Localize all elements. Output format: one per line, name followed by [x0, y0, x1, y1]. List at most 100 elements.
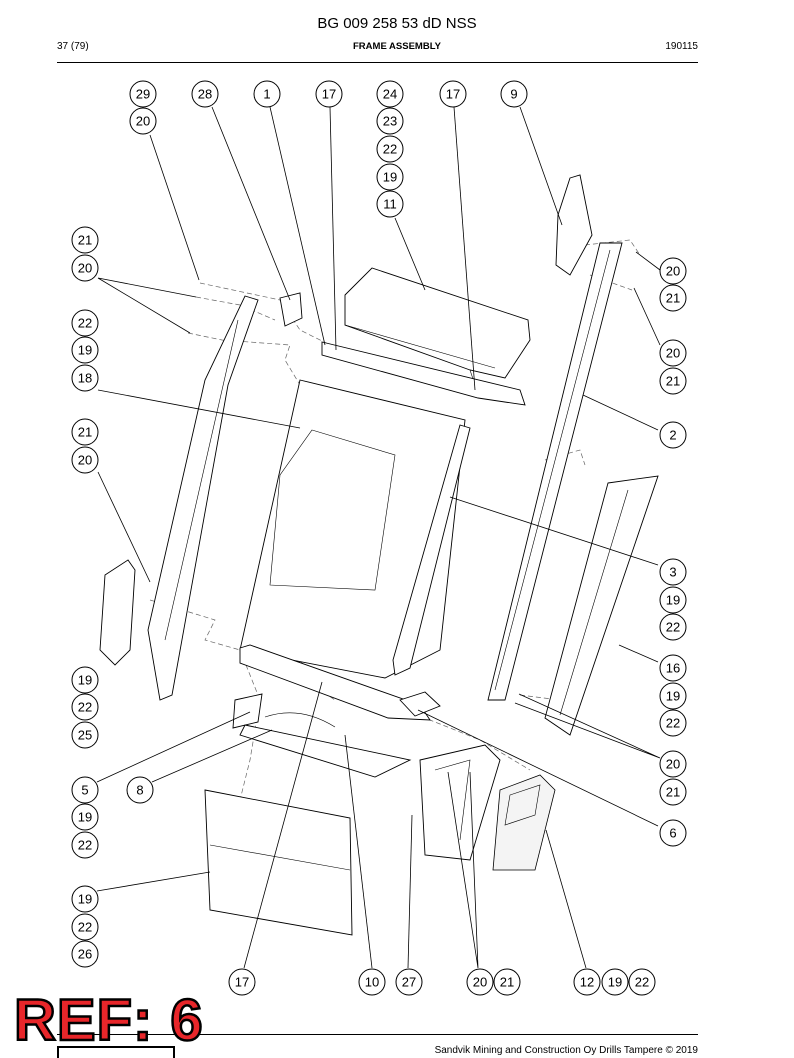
- callout: 27: [395, 968, 423, 996]
- svg-text:22: 22: [78, 700, 92, 715]
- callout: 19: [71, 666, 99, 694]
- svg-text:19: 19: [78, 343, 92, 358]
- svg-text:23: 23: [383, 114, 397, 129]
- callout: 19: [71, 803, 99, 831]
- svg-text:2: 2: [669, 428, 676, 443]
- svg-text:29: 29: [136, 87, 150, 102]
- svg-text:6: 6: [669, 826, 676, 841]
- svg-text:19: 19: [78, 892, 92, 907]
- callout: 20: [659, 750, 687, 778]
- company-logo: [57, 1046, 175, 1058]
- callout: 19: [71, 885, 99, 913]
- svg-text:5: 5: [81, 783, 88, 798]
- callout: 22: [659, 613, 687, 641]
- callout: 19: [601, 968, 629, 996]
- svg-text:18: 18: [78, 371, 92, 386]
- svg-text:21: 21: [78, 425, 92, 440]
- svg-text:20: 20: [666, 757, 680, 772]
- svg-text:17: 17: [235, 975, 249, 990]
- ref-stamp: REF: 6: [13, 987, 204, 1055]
- callout: 20: [71, 446, 99, 474]
- svg-text:22: 22: [78, 838, 92, 853]
- callout: 20: [466, 968, 494, 996]
- callout: 25: [71, 721, 99, 749]
- callout: 3: [659, 558, 687, 586]
- callout: 21: [659, 284, 687, 312]
- svg-text:22: 22: [666, 716, 680, 731]
- callout: 22: [71, 913, 99, 941]
- svg-text:22: 22: [635, 975, 649, 990]
- callout: 23: [376, 107, 404, 135]
- callout: 21: [659, 778, 687, 806]
- callouts-right: 20 21 20 21 2 3 19 22 16 19 22 20 21 6: [659, 257, 687, 847]
- svg-text:12: 12: [580, 975, 594, 990]
- copyright-text: Sandvik Mining and Construction Oy Drill…: [434, 1045, 698, 1056]
- svg-text:11: 11: [383, 197, 397, 212]
- callout: 20: [71, 254, 99, 282]
- callout: 18: [71, 364, 99, 392]
- svg-text:24: 24: [383, 87, 397, 102]
- svg-text:19: 19: [608, 975, 622, 990]
- svg-text:3: 3: [669, 565, 676, 580]
- callout: 17: [315, 80, 343, 108]
- callout: 6: [659, 819, 687, 847]
- svg-text:22: 22: [383, 142, 397, 157]
- callouts-bottom: 17 10 27 20 21 12 19 22: [228, 968, 656, 996]
- callout: 22: [71, 693, 99, 721]
- svg-text:22: 22: [78, 316, 92, 331]
- svg-text:19: 19: [78, 810, 92, 825]
- callout: 19: [659, 682, 687, 710]
- svg-text:16: 16: [666, 661, 680, 676]
- callout: 21: [659, 367, 687, 395]
- svg-text:19: 19: [78, 673, 92, 688]
- callout: 22: [376, 135, 404, 163]
- svg-text:19: 19: [383, 170, 397, 185]
- header-rule: [57, 62, 698, 63]
- svg-text:21: 21: [78, 233, 92, 248]
- footer-rule: [57, 1034, 698, 1035]
- parts-drawing: [99, 174, 659, 936]
- callout: 19: [71, 336, 99, 364]
- callout: 22: [71, 309, 99, 337]
- leader-lines: [96, 106, 661, 969]
- svg-text:20: 20: [78, 453, 92, 468]
- svg-text:17: 17: [446, 87, 460, 102]
- document-code: BG 009 258 53 dD NSS: [317, 15, 477, 32]
- callout: 21: [71, 418, 99, 446]
- callout: 22: [628, 968, 656, 996]
- svg-text:19: 19: [666, 689, 680, 704]
- svg-text:20: 20: [666, 264, 680, 279]
- svg-text:26: 26: [78, 947, 92, 962]
- callout: 19: [659, 586, 687, 614]
- callout: 16: [659, 654, 687, 682]
- svg-text:17: 17: [322, 87, 336, 102]
- svg-text:1: 1: [263, 87, 270, 102]
- svg-text:21: 21: [500, 975, 514, 990]
- callout: 5: [71, 776, 99, 804]
- callout: 24: [376, 80, 404, 108]
- svg-text:19: 19: [666, 593, 680, 608]
- callout: 12: [573, 968, 601, 996]
- callout: 20: [129, 107, 157, 135]
- section-title: FRAME ASSEMBLY: [353, 41, 441, 52]
- svg-text:22: 22: [666, 620, 680, 635]
- callout: 11: [376, 190, 404, 218]
- callout: 1: [253, 80, 281, 108]
- callout: 9: [500, 80, 528, 108]
- svg-text:20: 20: [666, 346, 680, 361]
- svg-text:20: 20: [78, 261, 92, 276]
- svg-text:9: 9: [510, 87, 517, 102]
- svg-text:10: 10: [365, 975, 379, 990]
- date-code: 190115: [665, 41, 698, 52]
- svg-text:28: 28: [198, 87, 212, 102]
- callout: 26: [71, 940, 99, 968]
- callout: 29: [129, 80, 157, 108]
- callout: 20: [659, 257, 687, 285]
- svg-text:20: 20: [136, 114, 150, 129]
- callout: 17: [439, 80, 467, 108]
- callout: 17: [228, 968, 256, 996]
- svg-text:21: 21: [666, 785, 680, 800]
- svg-text:21: 21: [666, 374, 680, 389]
- callout: 8: [126, 776, 154, 804]
